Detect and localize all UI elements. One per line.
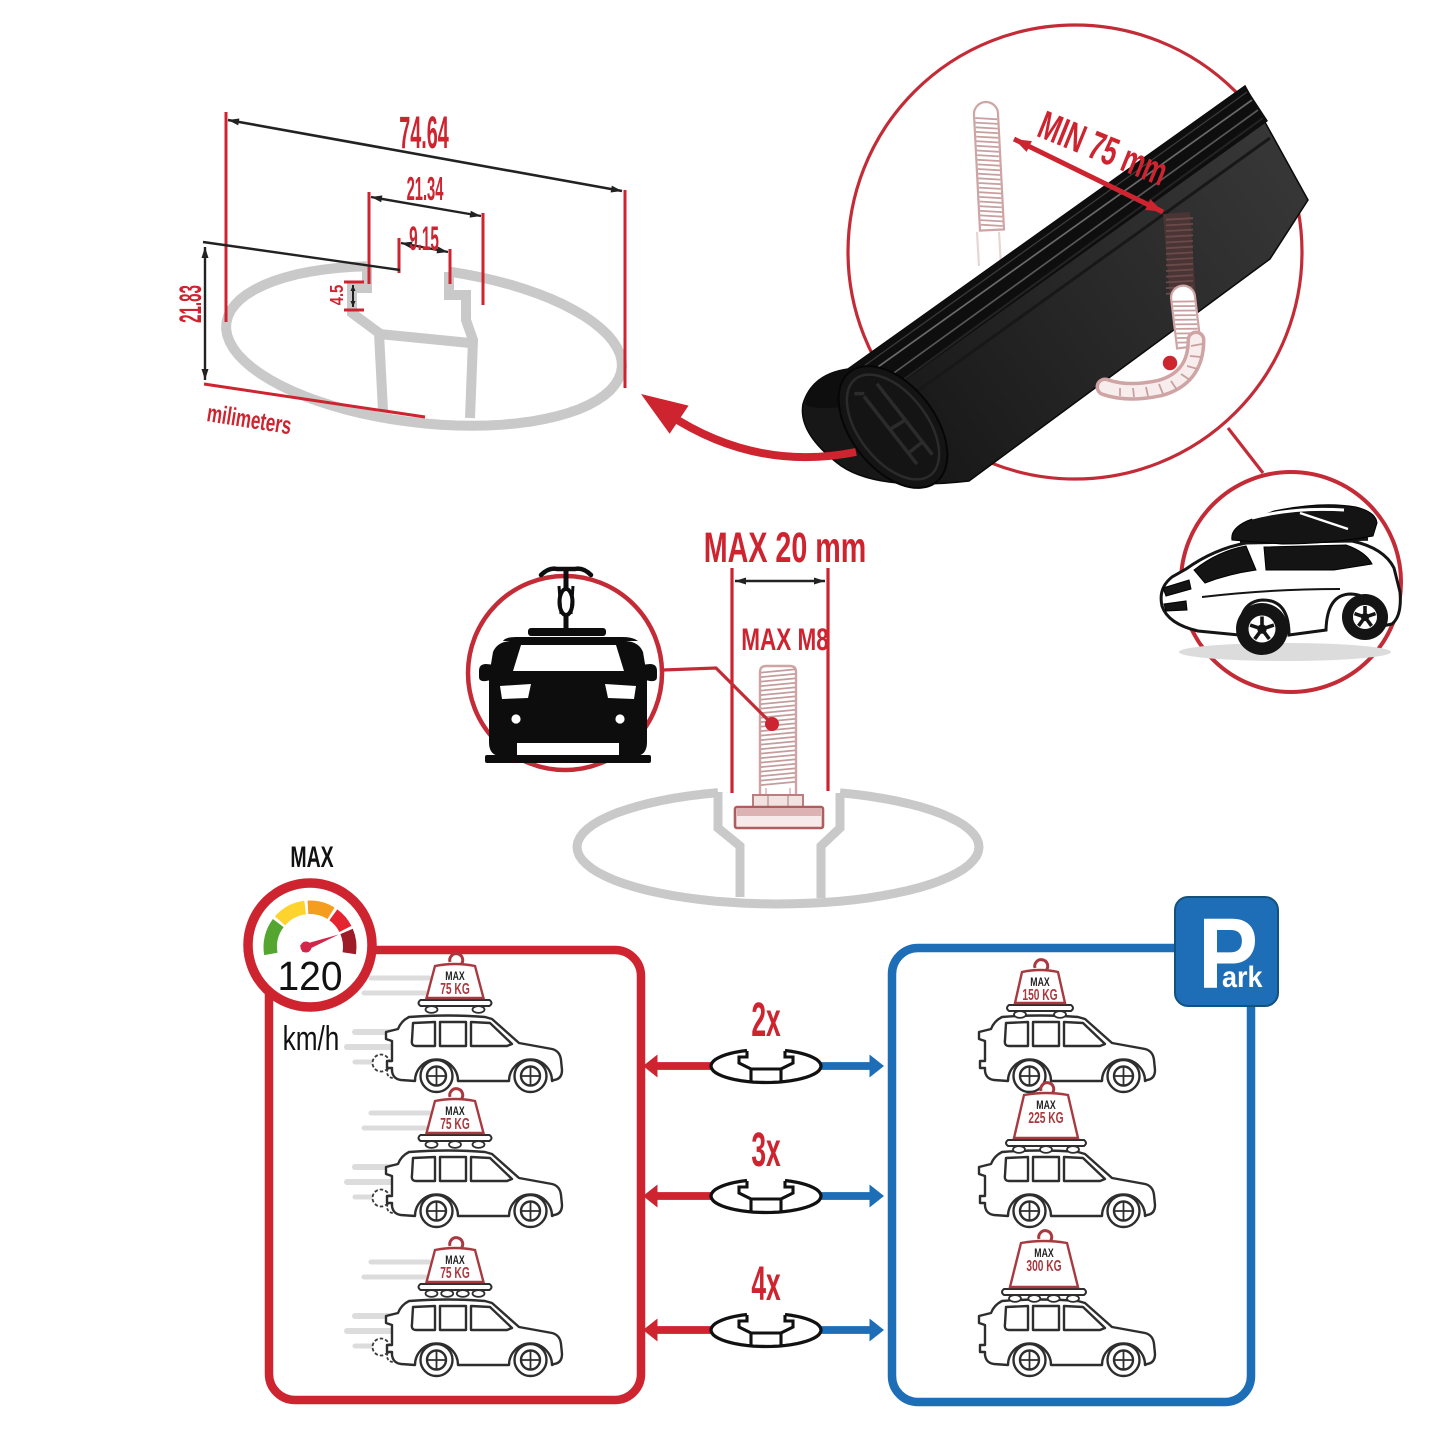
svg-text:150 KG: 150 KG <box>1022 986 1057 1004</box>
svg-text:km/h: km/h <box>283 1021 340 1058</box>
svg-text:MAX: MAX <box>290 841 333 874</box>
svg-text:225 KG: 225 KG <box>1028 1109 1063 1127</box>
svg-text:75 KG: 75 KG <box>440 1115 470 1133</box>
svg-text:MAX M8: MAX M8 <box>741 621 829 657</box>
svg-text:MAX 20 mm: MAX 20 mm <box>704 523 867 571</box>
svg-text:75 KG: 75 KG <box>440 980 470 998</box>
svg-text:P: P <box>1198 899 1258 1010</box>
svg-text:3x: 3x <box>751 1124 781 1177</box>
svg-text:4x: 4x <box>751 1258 781 1311</box>
svg-text:MAX: MAX <box>1030 977 1050 989</box>
svg-text:75 KG: 75 KG <box>440 1264 470 1282</box>
svg-text:9.15: 9.15 <box>409 219 439 258</box>
svg-text:MAX: MAX <box>445 1255 465 1267</box>
svg-text:ark: ark <box>1222 961 1263 995</box>
svg-text:120: 120 <box>278 954 343 999</box>
svg-text:21.83: 21.83 <box>174 285 208 323</box>
svg-text:2x: 2x <box>751 994 781 1047</box>
svg-text:300 KG: 300 KG <box>1026 1257 1061 1275</box>
svg-text:MAX: MAX <box>445 971 465 983</box>
svg-text:MAX: MAX <box>1036 1100 1056 1112</box>
svg-text:4.5: 4.5 <box>326 285 347 306</box>
svg-text:MAX: MAX <box>1034 1248 1054 1260</box>
svg-text:21.34: 21.34 <box>407 172 444 208</box>
svg-text:MAX: MAX <box>445 1106 465 1118</box>
svg-text:74.64: 74.64 <box>399 109 449 158</box>
